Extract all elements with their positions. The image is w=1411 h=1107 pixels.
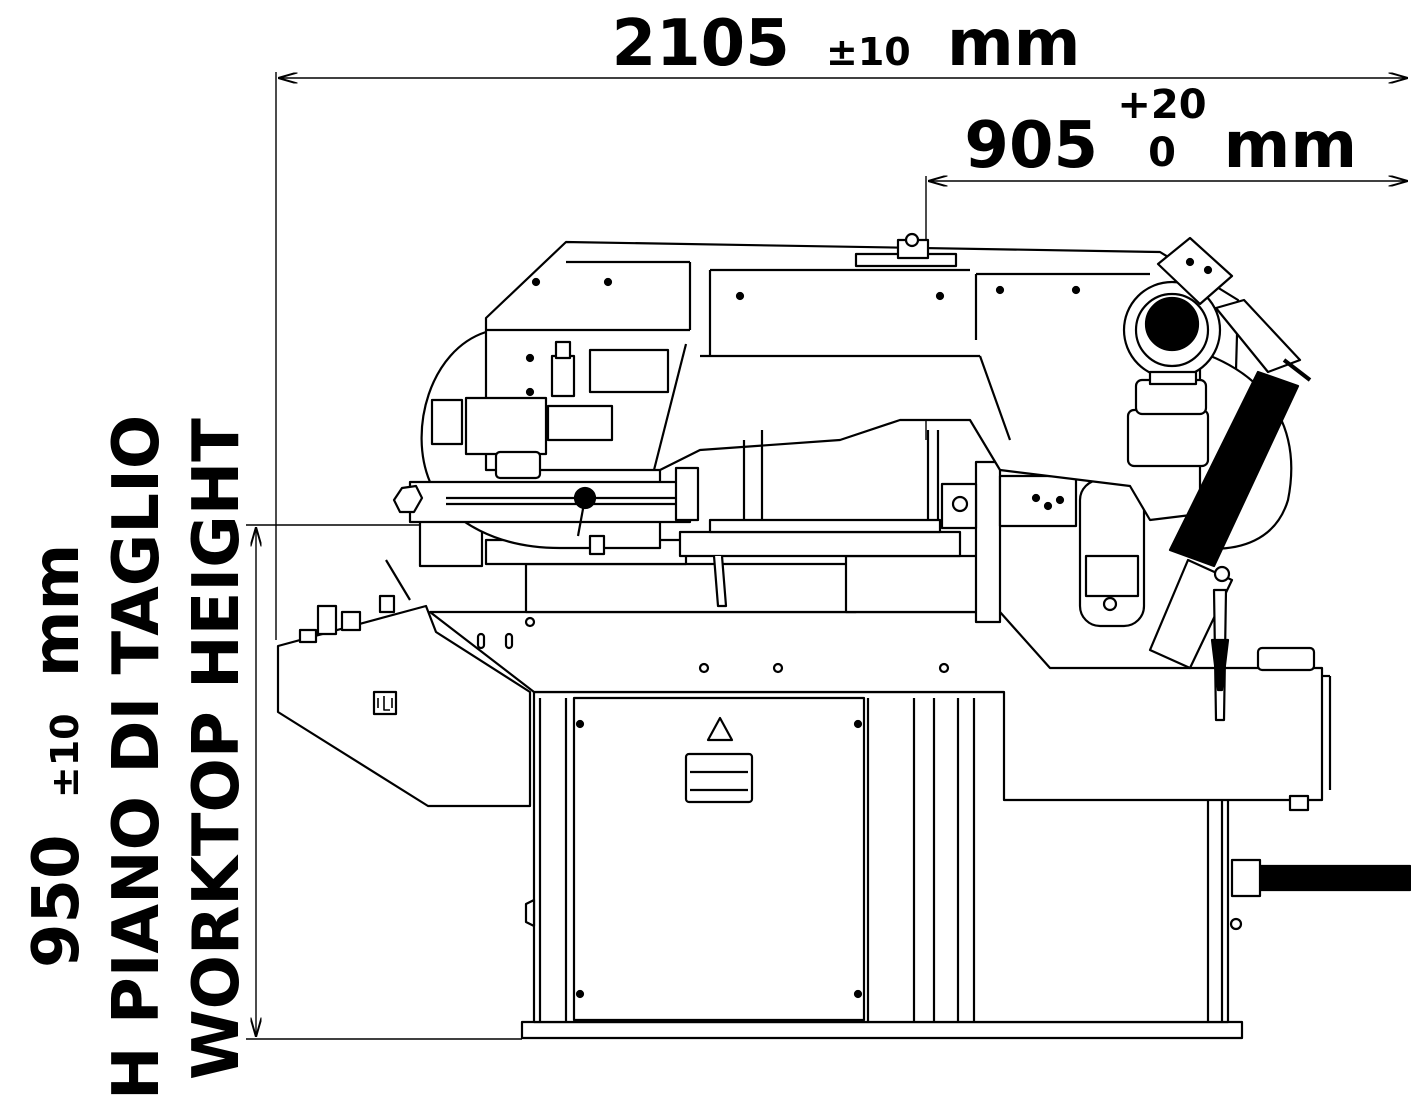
height-label-it: H PIANO DI TAGLIO xyxy=(100,415,174,1100)
coolant-hose xyxy=(1230,858,1411,898)
bandsaw-machine xyxy=(276,232,1411,1040)
depth-label: 905 +20 0 mm xyxy=(964,82,1357,183)
rating-plate xyxy=(588,348,670,394)
depth-tol-upper: +20 xyxy=(1117,82,1206,128)
height-label-en: WORKTOP HEIGHT xyxy=(180,418,254,1080)
rear-housing xyxy=(1256,646,1316,672)
handle-bar xyxy=(408,480,692,524)
gearbox xyxy=(1126,408,1210,468)
depth-unit: mm xyxy=(1224,109,1357,183)
depth-value: 905 xyxy=(964,109,1098,183)
height-value: 950 xyxy=(20,834,94,968)
top-fittings xyxy=(854,232,958,268)
motor-fan-grille-icon xyxy=(1144,296,1200,352)
vise-assembly xyxy=(418,460,1146,628)
length-label: 2105 ±10 mm xyxy=(612,7,1081,81)
height-tolerance: ±10 xyxy=(43,713,87,798)
depth-tol-lower: 0 xyxy=(1148,130,1176,176)
blade-guide-block xyxy=(464,396,548,456)
dimension-lines xyxy=(246,72,1408,1040)
length-unit: mm xyxy=(947,7,1080,81)
svg-text:2105 ±10 mm: 2105 ±10 mm xyxy=(612,7,1081,81)
stand-door xyxy=(572,696,866,1022)
base-plate xyxy=(520,1020,1244,1040)
console-plug-icon xyxy=(372,690,398,716)
saw-arm xyxy=(392,240,1240,556)
worktable xyxy=(276,559,1332,812)
length-tolerance: ±10 xyxy=(826,30,911,74)
warning-triangle-icon xyxy=(706,716,734,742)
door-handle xyxy=(684,752,754,804)
svg-text:950 ±10 mm: 950 ±10 mm xyxy=(20,544,94,968)
height-unit: mm xyxy=(20,544,94,677)
height-label: 950 ±10 mm H PIANO DI TAGLIO WORKTOP HEI… xyxy=(20,415,254,1100)
tension-knob-icon xyxy=(392,484,424,514)
table-top xyxy=(428,610,1324,802)
motor-assembly xyxy=(1122,236,1312,722)
length-value: 2105 xyxy=(612,7,790,81)
control-console xyxy=(276,604,532,808)
brush-assembly xyxy=(1168,370,1300,568)
